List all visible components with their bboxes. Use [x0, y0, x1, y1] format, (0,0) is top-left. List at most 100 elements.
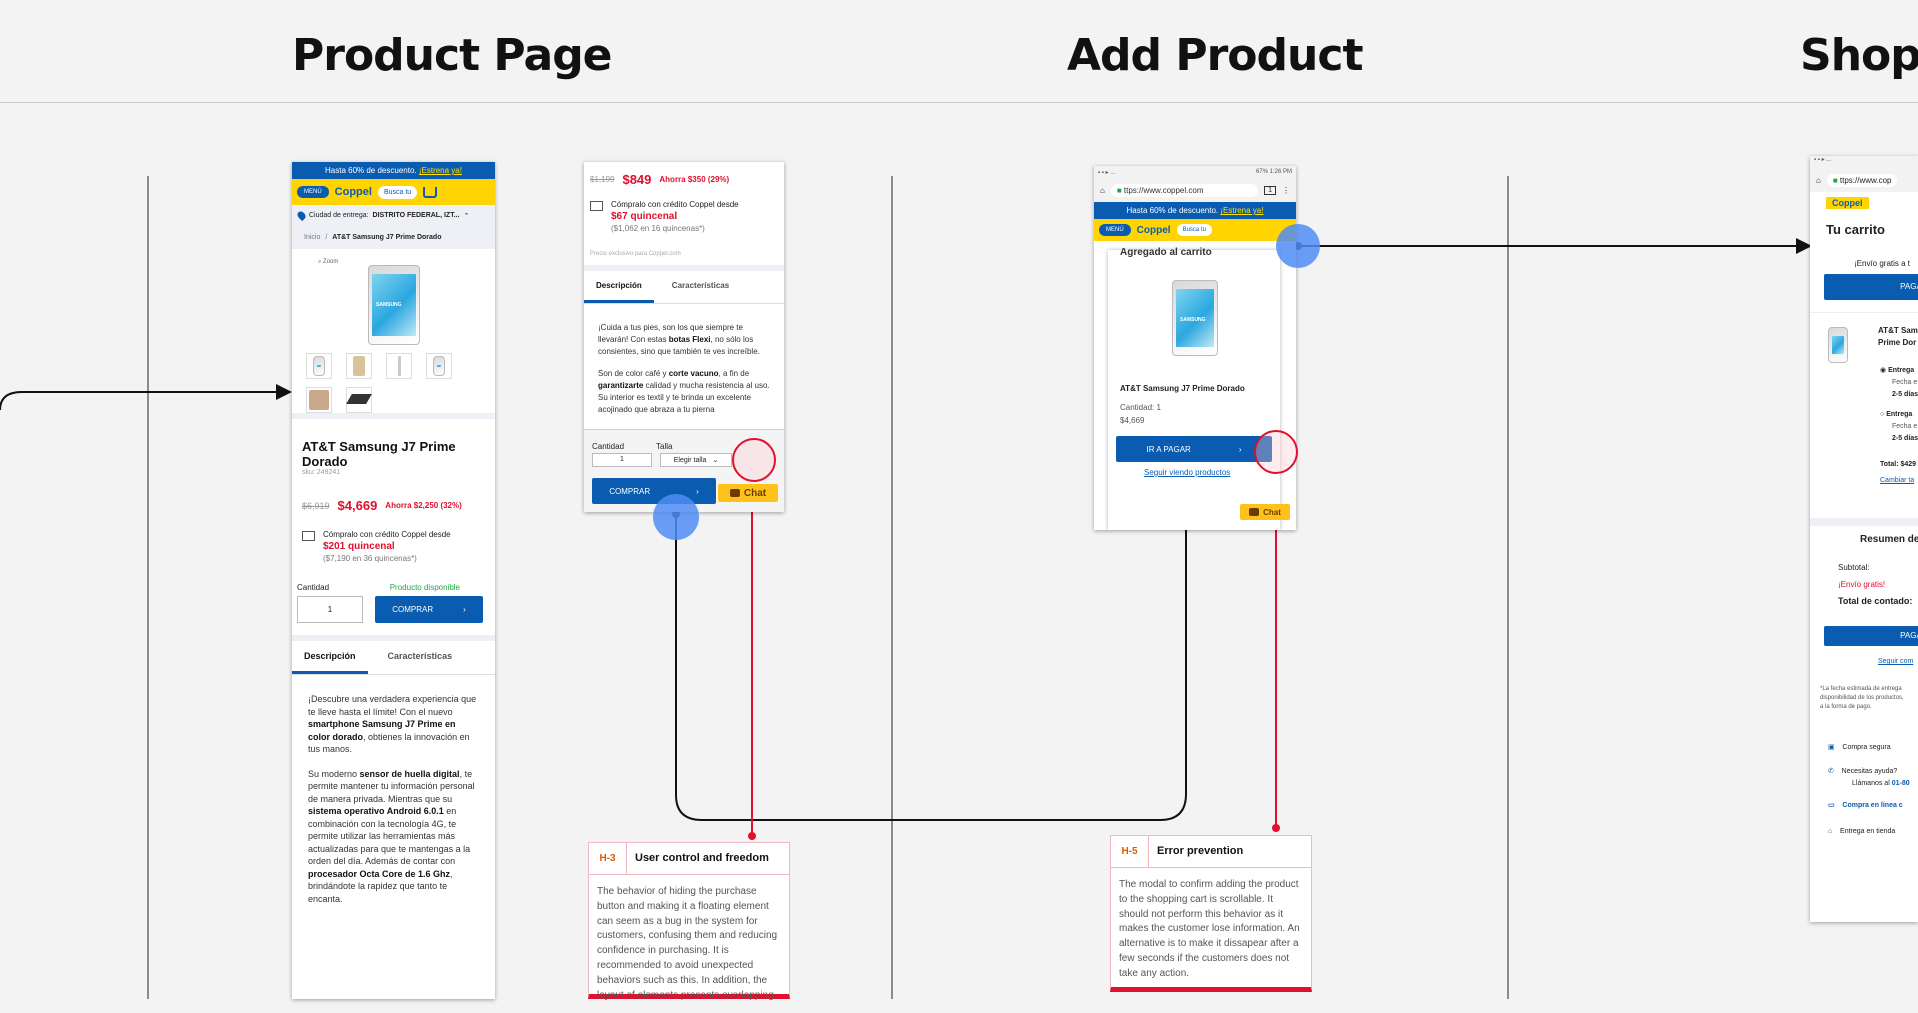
section-title-add-product: Add Product: [1067, 30, 1363, 81]
product-image: [1172, 280, 1218, 356]
breadcrumb: Inicio/AT&T Samsung J7 Prime Dorado: [292, 226, 495, 249]
product-page-screen: Hasta 60% de descuento. ¡Estrena ya! MEN…: [292, 162, 495, 999]
heuristic-body: The modal to confirm adding the product …: [1119, 879, 1300, 979]
credit-card-icon: [590, 201, 603, 211]
more-icon[interactable]: ⋮: [1282, 185, 1290, 195]
product-description: ¡Cuida a tus pies, son los que siempre t…: [598, 323, 770, 414]
heuristic-title: Error prevention: [1157, 845, 1244, 858]
delivery-option-2[interactable]: ○ Entrega: [1880, 411, 1913, 418]
size-select[interactable]: Elegir talla⌄: [660, 453, 732, 467]
thumbnail[interactable]: [346, 387, 372, 413]
lock-icon: ■: [1832, 175, 1840, 185]
annotation-dot-h5: [1272, 824, 1280, 832]
connector-buy-to-modal: [675, 510, 1194, 821]
cart-title: Tu carrito: [1826, 222, 1885, 237]
added-to-cart-modal: Agregado al carrito SAMSUNG AT&T Samsung…: [1108, 247, 1280, 530]
go-to-pay-button[interactable]: IR A PAGAR›: [1116, 436, 1272, 462]
radio-icon: ○: [1880, 411, 1887, 418]
credit-amount: $201 quincenal: [323, 541, 395, 552]
notification-icons: ▪ ▪ ▸ ...: [1810, 156, 1918, 168]
home-icon[interactable]: ⌂: [1100, 185, 1105, 195]
tab-characteristics[interactable]: Características: [671, 281, 730, 290]
thumbnail[interactable]: [426, 353, 452, 379]
breadcrumb-home[interactable]: Inicio: [304, 234, 321, 241]
magnifier-icon: ⌕: [318, 259, 324, 265]
pay-button[interactable]: PAGA: [1824, 274, 1918, 300]
thumbnail-row: [306, 387, 372, 413]
chat-button[interactable]: Chat: [718, 484, 778, 502]
home-icon[interactable]: ⌂: [1816, 175, 1821, 185]
connector-into-product: [0, 384, 292, 411]
chevron-down-icon: ⌄: [712, 457, 719, 464]
quantity-input[interactable]: 1: [297, 596, 363, 623]
heuristic-card-h5: H-5 Error prevention The modal to confir…: [1110, 835, 1312, 992]
change-link[interactable]: Cambiar ta: [1880, 477, 1915, 484]
promo-link[interactable]: ¡Estrena ya!: [418, 166, 462, 175]
issue-marker-h5: [1254, 430, 1298, 474]
store-icon: ⌂: [1828, 828, 1835, 835]
buy-button[interactable]: COMPRAR›: [592, 478, 716, 504]
thumbnail[interactable]: [306, 387, 332, 413]
search-input[interactable]: Busca tu: [377, 185, 418, 199]
browser-bar: ⌂ ■ ttps://www.cop: [1810, 168, 1918, 192]
annotation-dot-h3: [748, 832, 756, 840]
promo-banner[interactable]: Hasta 60% de descuento. ¡Estrena ya!: [292, 162, 495, 179]
product-gallery: ⌕ Zoom SAMSUNG: [292, 249, 495, 419]
coppel-logo[interactable]: Coppel: [1826, 197, 1869, 209]
url-bar[interactable]: ■ ttps://www.cop: [1826, 173, 1898, 187]
product-title: AT&T Samsung J7 Prime Dorado: [302, 439, 456, 469]
product-description: ¡Descubre una verdadera experiencia que …: [308, 694, 477, 904]
lock-icon: ▣: [1828, 744, 1837, 751]
quantity-input[interactable]: 1: [592, 453, 652, 467]
menu-button[interactable]: MENÚ: [297, 186, 329, 198]
tap-marker: [1276, 224, 1320, 268]
buy-button[interactable]: COMPRAR›: [375, 596, 483, 623]
tap-marker: [653, 494, 699, 540]
url-bar[interactable]: ■ ttps://www.coppel.com: [1110, 183, 1259, 197]
chevron-right-icon: ›: [1238, 444, 1242, 454]
browser-bar: ⌂ ■ ttps://www.coppel.com 1 ⋮: [1094, 178, 1296, 202]
card-icon: ▭: [1828, 802, 1837, 809]
continue-shopping-link[interactable]: Seguir com: [1878, 658, 1914, 665]
header-divider: [0, 102, 1918, 103]
radio-checked-icon: ◉: [1880, 367, 1889, 374]
cart-screen: ▪ ▪ ▸ ... ⌂ ■ ttps://www.cop Coppel Tu c…: [1810, 156, 1918, 922]
product-image[interactable]: [368, 265, 420, 345]
zoom-button[interactable]: ⌕ Zoom: [318, 259, 339, 265]
heuristic-title: User control and freedom: [635, 852, 769, 865]
pay-button-2[interactable]: PAGA: [1824, 626, 1918, 646]
product-sku: sku: 249241: [302, 469, 341, 476]
chat-button[interactable]: Chat: [1240, 504, 1290, 520]
chat-icon: [1249, 508, 1260, 516]
tab-description[interactable]: Descripción: [292, 641, 368, 674]
tab-description[interactable]: Descripción: [584, 271, 654, 303]
chat-icon: [729, 489, 740, 497]
heuristic-card-h3: H-3 User control and freedom The behavio…: [588, 842, 790, 1001]
thumbnail[interactable]: [386, 353, 412, 379]
cart-icon[interactable]: [423, 186, 438, 198]
cart-product-image: [1828, 327, 1848, 363]
delivery-option-1[interactable]: ◉ Entrega: [1880, 367, 1915, 374]
continue-shopping-link[interactable]: Seguir viendo productos: [1144, 468, 1231, 477]
tab-count[interactable]: 1: [1264, 185, 1276, 195]
chevron-up-icon: ⌃: [463, 212, 470, 220]
section-title-shopping: Shopp: [1800, 30, 1918, 81]
modal-quantity: Cantidad: 1: [1120, 403, 1161, 412]
thumbnail[interactable]: [306, 353, 332, 379]
heuristic-body: The behavior of hiding the purchase butt…: [597, 886, 778, 1001]
column-divider: [891, 176, 893, 999]
thumbnail-row: [306, 353, 452, 379]
delivery-city[interactable]: Ciudad de entrega: DISTRITO FEDERAL, IZT…: [292, 205, 495, 226]
added-to-cart-screen: ▪ ▪ ▸ ...67% 1:26 PM ⌂ ■ ttps://www.copp…: [1094, 166, 1296, 530]
top-bar: MENÚ Coppel Busca tu: [292, 179, 495, 205]
thumbnail[interactable]: [346, 353, 372, 379]
availability-label: Producto disponible: [389, 583, 460, 592]
modal-price: $4,669: [1120, 416, 1145, 425]
column-divider: [1507, 176, 1509, 999]
promo-banner[interactable]: Hasta 60% de descuento. ¡Estrena ya!: [1094, 202, 1296, 219]
coppel-logo[interactable]: Coppel: [334, 186, 372, 198]
savings-label: Ahorra $2,250 (32%): [385, 501, 462, 510]
tab-characteristics[interactable]: Características: [387, 651, 453, 661]
product-tabs: Descripción Características: [584, 271, 784, 304]
